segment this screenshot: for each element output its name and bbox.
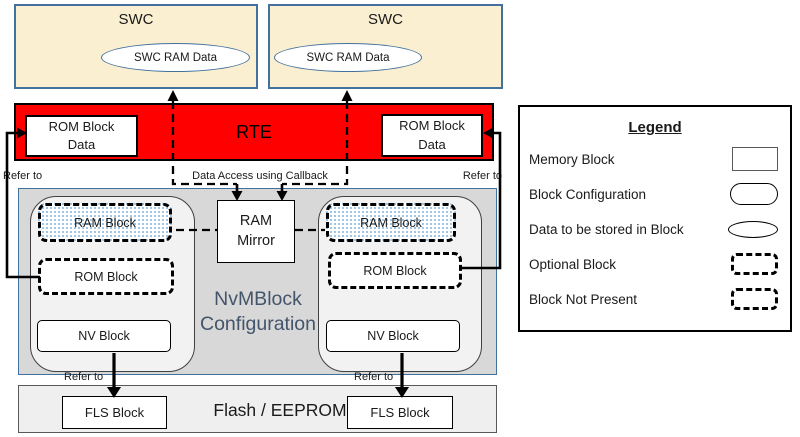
legend-label-data-stored: Data to be stored in Block [529, 221, 684, 237]
fls-block-right: FLS Block [347, 396, 453, 429]
refer-to-bottom-left-label: Refer to [64, 371, 104, 383]
refer-to-top-right-label: Refer to [462, 170, 502, 182]
legend-label-memory-block: Memory Block [529, 151, 615, 167]
ram-mirror-box: RAM Mirror [217, 200, 295, 263]
legend-item-optional-block: Optional Block [529, 252, 778, 276]
optional-block-swatch-icon [731, 253, 778, 275]
rte-label: RTE [236, 121, 272, 142]
nv-block-left-label: NV Block [78, 329, 130, 343]
fls-block-left-label: FLS Block [84, 405, 145, 420]
swc-title-2: SWC [368, 11, 403, 28]
legend-label-block-configuration: Block Configuration [529, 186, 647, 202]
ram-mirror-label: RAM Mirror [237, 212, 275, 249]
nv-block-right-label: NV Block [367, 329, 419, 343]
legend-label-block-not-present: Block Not Present [529, 291, 638, 307]
rom-block-left-label: ROM Block [74, 269, 138, 284]
data-access-callback-label: Data Access using Callback [192, 170, 328, 182]
legend-item-block-configuration: Block Configuration [529, 182, 778, 206]
nv-block-right: NV Block [326, 320, 460, 352]
legend-box: Legend Memory Block Block Configuration … [518, 105, 792, 332]
legend-item-data-stored: Data to be stored in Block [529, 217, 778, 241]
nvm-configuration-title: NvMBlock Configuration [200, 288, 316, 336]
legend-item-memory-block: Memory Block [529, 147, 778, 171]
swc-ram-data-ellipse-2: SWC RAM Data [274, 43, 422, 72]
ram-block-right-label: RAM Block [360, 215, 422, 230]
ram-block-right: RAM Block [326, 203, 456, 242]
rom-block-data-right: ROM Block Data [381, 114, 483, 157]
legend-label-optional-block: Optional Block [529, 256, 617, 272]
arrowhead-up-swc2-icon [341, 90, 353, 101]
legend-item-block-not-present: Block Not Present [529, 287, 778, 311]
rom-block-data-left-label: ROM Block Data [48, 118, 115, 152]
rom-block-right: ROM Block [328, 252, 462, 289]
swc-title-1: SWC [118, 11, 154, 28]
rom-block-left: ROM Block [38, 258, 174, 295]
swc-ram-data-label-2: SWC RAM Data [306, 51, 390, 64]
fls-block-right-label: FLS Block [370, 405, 430, 420]
arrowhead-up-swc1-icon [167, 90, 179, 101]
block-configuration-swatch-icon [730, 183, 778, 205]
nv-block-left: NV Block [37, 320, 171, 352]
ram-block-left: RAM Block [38, 203, 172, 242]
fls-block-left: FLS Block [62, 396, 167, 429]
ram-block-left-label: RAM Block [74, 215, 136, 230]
swc-ram-data-ellipse-1: SWC RAM Data [101, 43, 250, 72]
rom-block-data-right-label: ROM Block Data [399, 118, 465, 152]
rom-block-right-label: ROM Block [363, 263, 427, 278]
legend-title: Legend [628, 119, 682, 136]
data-stored-swatch-icon [728, 220, 778, 238]
block-not-present-swatch-icon [731, 288, 778, 310]
refer-to-bottom-right-label: Refer to [354, 371, 394, 383]
flash-eeprom-title: Flash / EEPROM [213, 399, 347, 420]
swc-ram-data-label-1: SWC RAM Data [133, 51, 218, 64]
refer-to-top-left-label: Refer to [3, 170, 43, 182]
memory-block-swatch-icon [732, 147, 778, 171]
rom-block-data-left: ROM Block Data [25, 115, 138, 157]
